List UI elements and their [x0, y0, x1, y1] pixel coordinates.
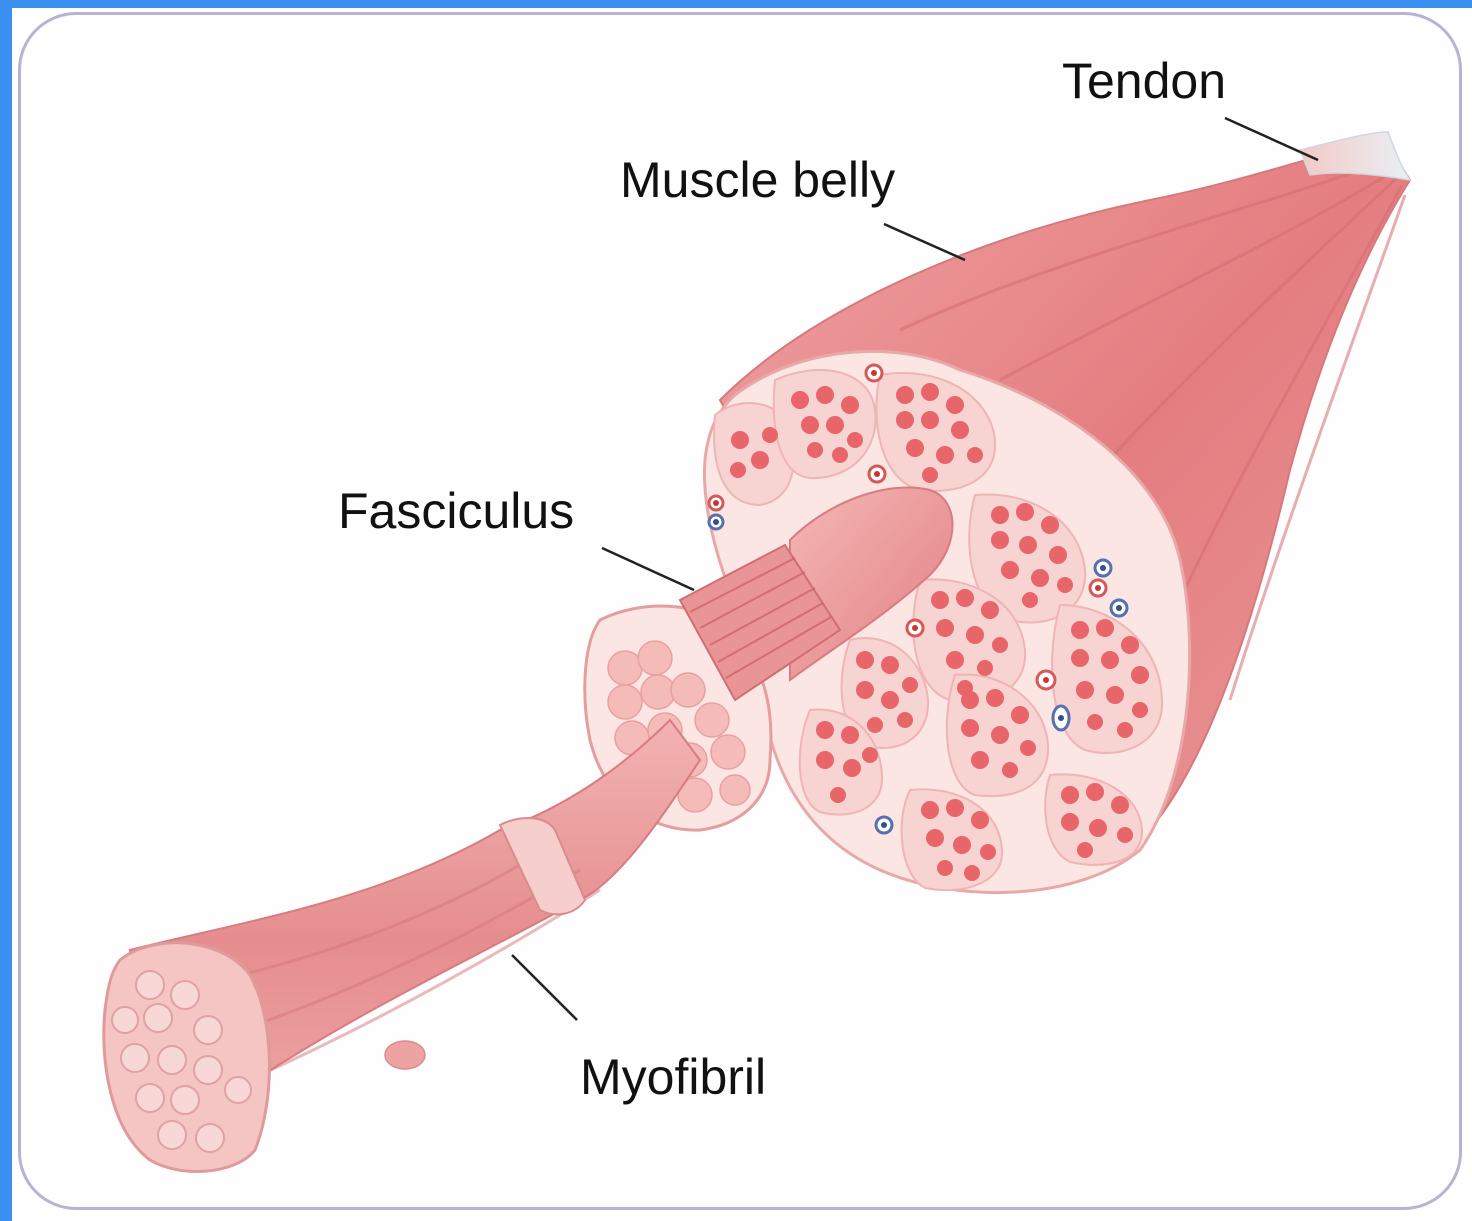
- label-muscle-belly: Muscle belly: [620, 155, 895, 205]
- label-myofibril: Myofibril: [580, 1052, 766, 1102]
- label-tendon: Tendon: [1062, 56, 1226, 106]
- leader-line-myofibril: [512, 955, 577, 1020]
- leader-line-tendon: [1225, 118, 1318, 160]
- leader-line-fasciculus: [602, 548, 694, 590]
- label-fasciculus: Fasciculus: [338, 486, 574, 536]
- myofibril-nucleus-bulge: [385, 1041, 425, 1069]
- tendon-shape: [1300, 132, 1410, 180]
- leader-line-muscle-belly: [884, 224, 965, 260]
